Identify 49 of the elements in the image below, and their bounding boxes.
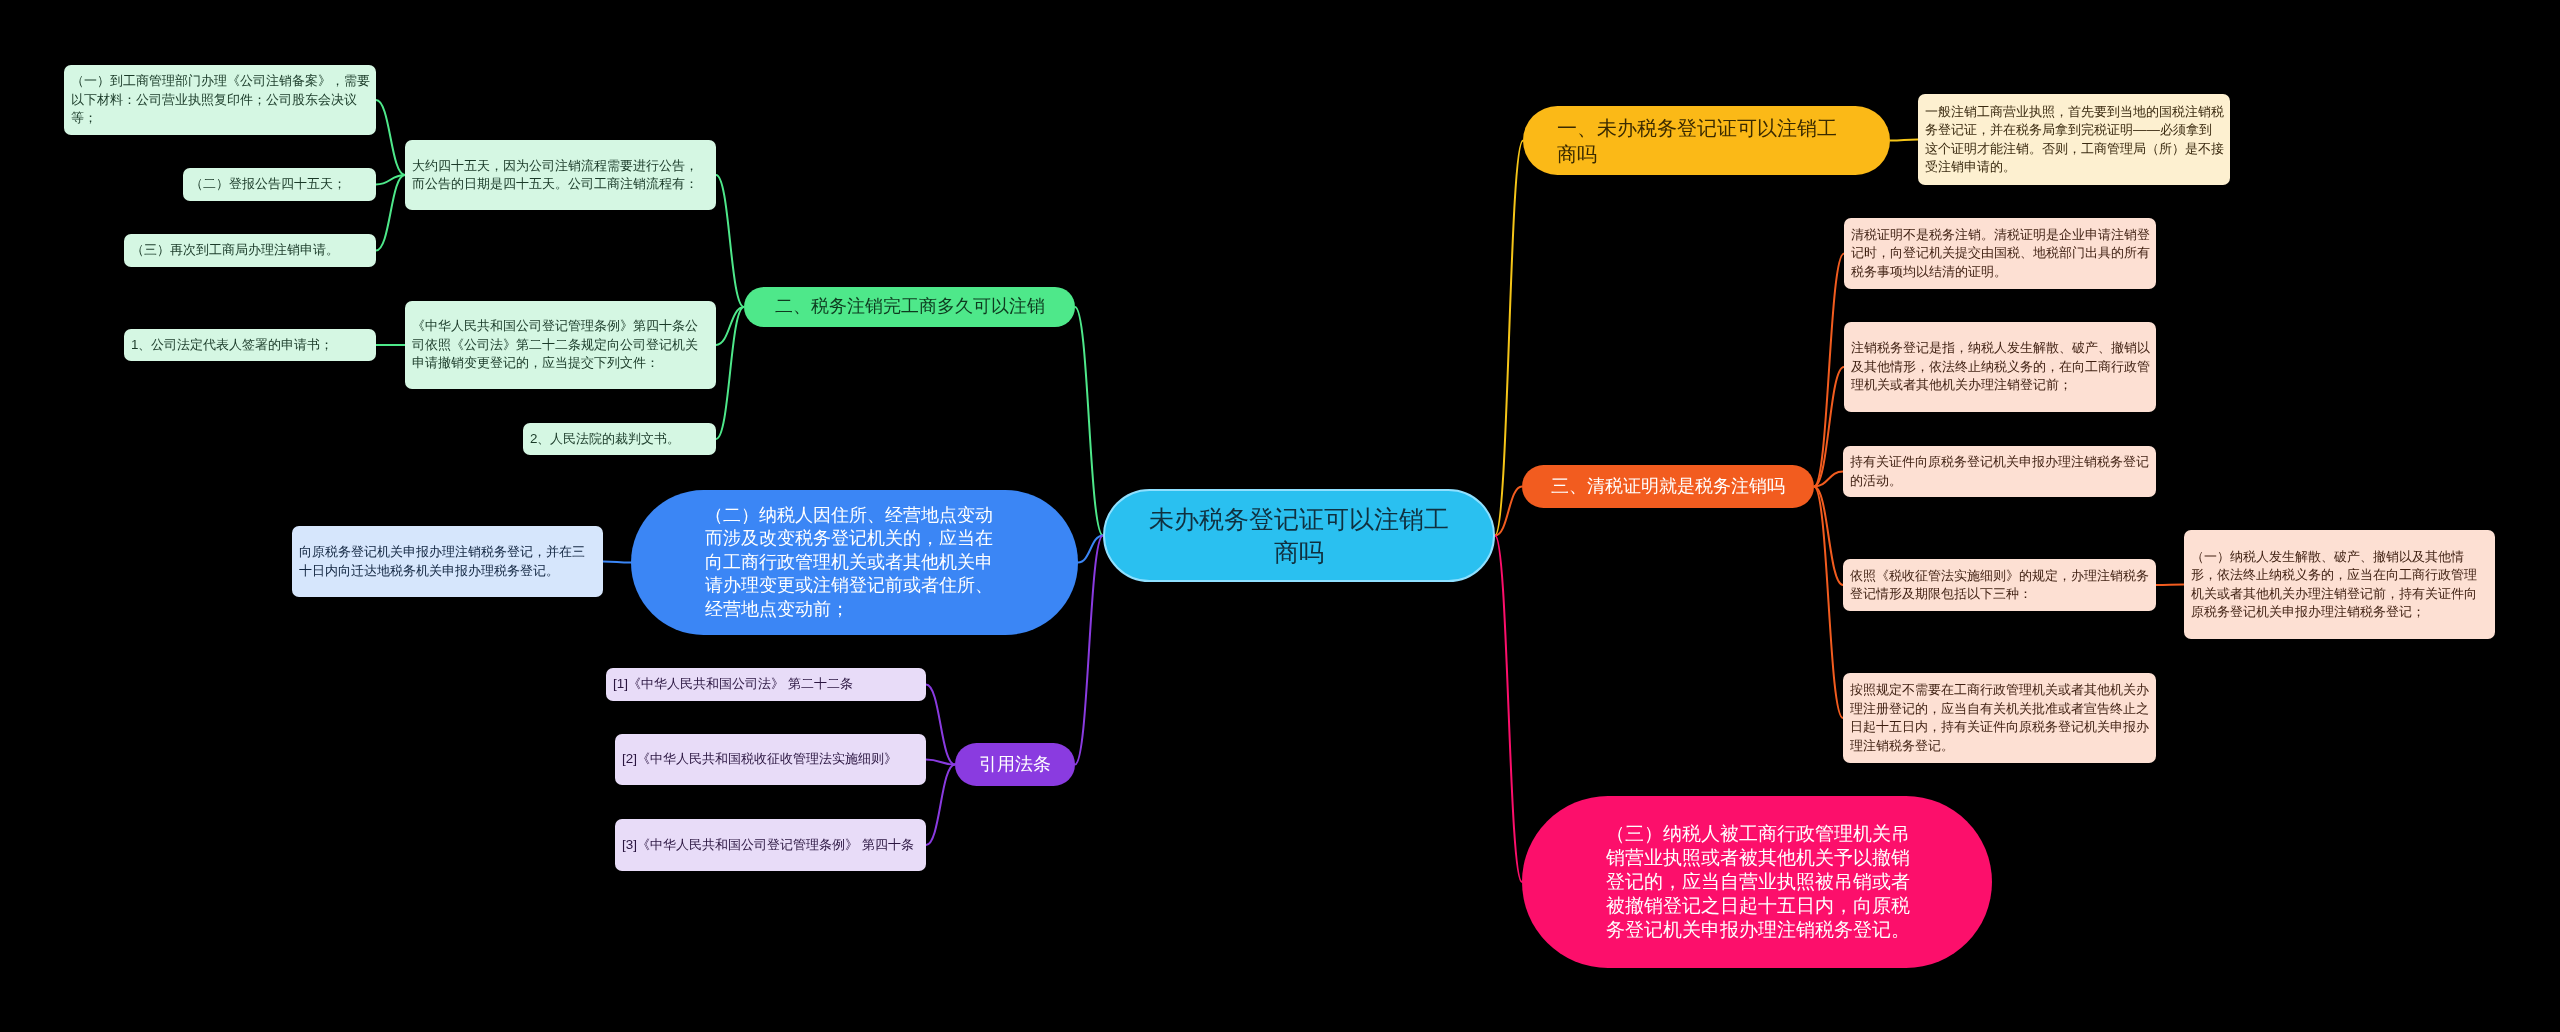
connector <box>1813 366 1845 488</box>
branch-topic: 三、清税证明就是税务注销吗 <box>1522 465 1814 508</box>
connector <box>1813 252 1845 488</box>
note-box: 向原税务登记机关申报办理注销税务登记，并在三十日内向迁达地税务机关申报办理税务登记。 <box>292 526 603 597</box>
connector <box>1494 485 1523 537</box>
note-box: 注销税务登记是指，纳税人发生解散、破产、撤销以及其他情形，依法终止纳税义务的，在向工商行政管理机关或者其他机关办理注销登记前； <box>1844 322 2156 412</box>
note-box: [3]《中华人民共和国公司登记管理条例》 第四十条 <box>615 819 926 871</box>
connector <box>715 306 745 346</box>
connector <box>375 174 406 186</box>
connector <box>925 758 956 766</box>
branch-topic: （二）纳税人因住所、经营地点变动而涉及改变税务登记机关的，应当在向工商行政管理机关或者其他机关申请办理变更或注销登记前或者住所、经营地点变动前； <box>631 490 1078 635</box>
note-box: 2、人民法院的裁判文书。 <box>523 423 716 455</box>
connector <box>2155 583 2185 586</box>
note-box: （二）登报公告四十五天； <box>183 168 376 201</box>
connector <box>1494 139 1524 537</box>
branch-topic: （三）纳税人被工商行政管理机关吊销营业执照或者被其他机关予以撤销登记的，应当自营业执照被吊销或者被撤销登记之日起十五日内，向原税务登记机关申报办理注销税务登记。 <box>1522 796 1992 968</box>
note-box: 大约四十五天，因为公司注销流程需要进行公告，而公告的日期是四十五天。公司工商注销流程有： <box>405 140 716 210</box>
connector <box>1074 306 1104 537</box>
connector <box>925 763 956 846</box>
note-box: （一）到工商管理部门办理《公司注销备案》，需要以下材料：公司营业执照复印件；公司股东会决议等； <box>64 65 376 135</box>
connector <box>1813 470 1844 488</box>
connector <box>715 306 745 440</box>
central-topic: 未办税务登记证可以注销工商吗 <box>1103 489 1495 582</box>
connector <box>1813 485 1844 719</box>
connector <box>1889 138 1919 142</box>
branch-topic: 引用法条 <box>955 743 1075 786</box>
note-box: （三）再次到工商局办理注销申请。 <box>124 234 376 267</box>
note-box: 依照《税收征管法实施细则》的规定，办理注销税务登记情形及期限包括以下三种： <box>1843 559 2156 611</box>
connector <box>1494 534 1523 883</box>
note-box: 1、公司法定代表人签署的申请书； <box>124 329 376 361</box>
connector <box>602 560 632 564</box>
branch-topic: 二、税务注销完工商多久可以注销 <box>744 287 1075 327</box>
connector <box>375 174 406 252</box>
note-box: [1]《中华人民共和国公司法》 第二十二条 <box>606 668 926 701</box>
connector <box>375 344 406 346</box>
note-box: 清税证明不是税务注销。清税证明是企业申请注销登记时，向登记机关提交由国税、地税部门出具的所有税务事项均以结清的证明。 <box>1844 218 2156 289</box>
note-box: 一般注销工商营业执照，首先要到当地的国税注销税务登记证，并在税务局拿到完税证明——必须拿到这个证明才能注销。否则，工商管理局（所）是不接受注销申请的。 <box>1918 94 2230 185</box>
connector <box>1813 485 1844 586</box>
connector <box>375 99 406 176</box>
note-box: （一）纳税人发生解散、破产、撤销以及其他情形，依法终止纳税义务的，应当在向工商行政管理机关或者其他机关办理注销登记前，持有关证件向原税务登记机关申报办理注销税务登记； <box>2184 530 2495 639</box>
connector <box>1077 534 1104 564</box>
connector <box>925 683 956 766</box>
branch-topic: 一、未办税务登记证可以注销工商吗 <box>1523 106 1890 175</box>
note-box: 持有关证件向原税务登记机关申报办理注销税务登记的活动。 <box>1843 446 2156 497</box>
note-box: [2]《中华人民共和国税收征收管理法实施细则》 <box>615 734 926 785</box>
note-box: 按照规定不需要在工商行政管理机关或者其他机关办理注册登记的，应当自有关机关批准或者宣告终止之日起十五日内，持有关证件向原税务登记机关申报办理注销税务登记。 <box>1843 673 2156 763</box>
connector <box>715 174 745 308</box>
connector <box>1074 534 1104 766</box>
note-box: 《中华人民共和国公司登记管理条例》第四十条公司依照《公司法》第二十二条规定向公司登记机关申请撤销变更登记的，应当提交下列文件： <box>405 301 716 389</box>
